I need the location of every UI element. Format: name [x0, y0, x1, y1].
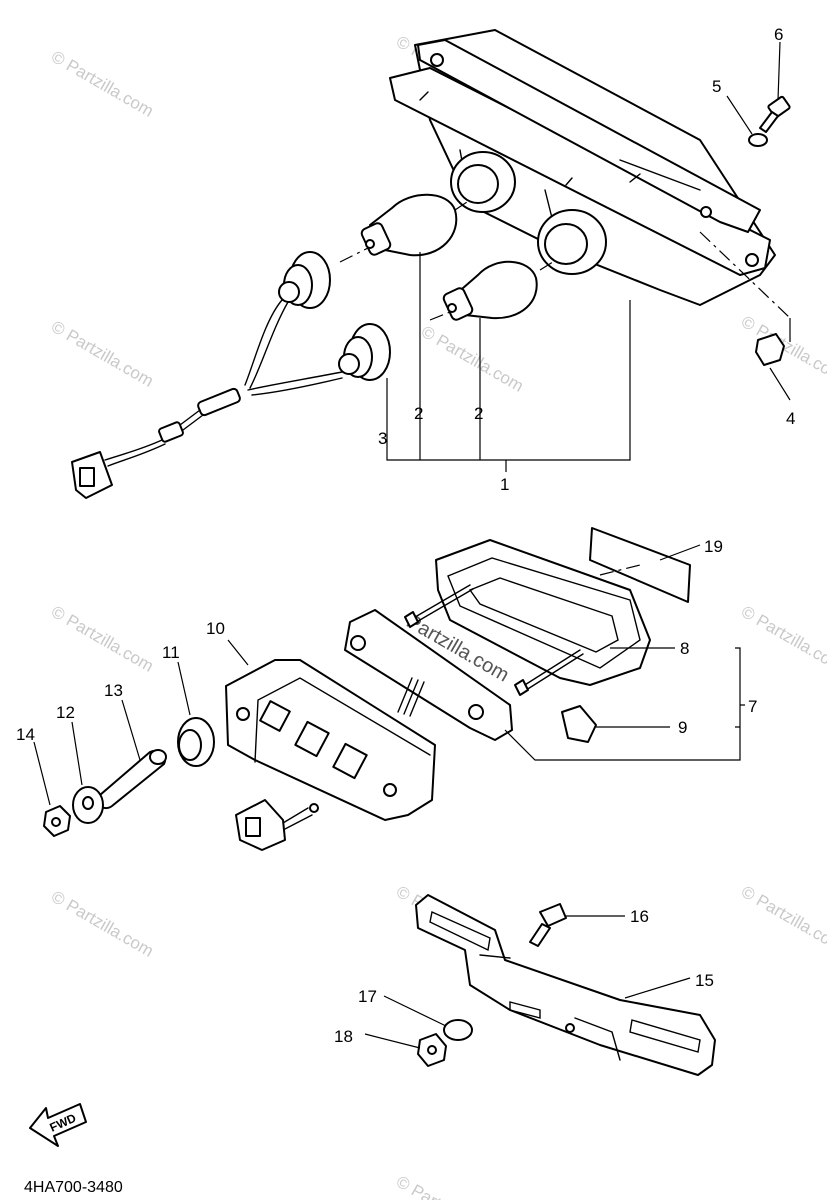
callout-10: 10 — [206, 619, 225, 638]
bolt-16 — [529, 903, 567, 947]
callout-12: 12 — [56, 703, 75, 722]
license-light-lens-19 — [589, 527, 701, 603]
watermark-text: © Partzilla.com — [393, 1172, 502, 1200]
callout-13: 13 — [104, 681, 123, 700]
callout-2: 2 — [414, 404, 423, 423]
watermark-text: © Partzilla.com — [48, 317, 157, 391]
gasket-plate — [344, 609, 513, 741]
callout-3: 3 — [378, 429, 387, 448]
washer-12 — [72, 786, 104, 824]
watermark-text: © Partzilla.com — [48, 602, 157, 676]
callout-18: 18 — [334, 1027, 353, 1046]
grommet-11 — [177, 717, 215, 767]
callout-16: 16 — [630, 907, 649, 926]
callout-11: 11 — [162, 643, 180, 662]
callout-5: 5 — [712, 77, 721, 96]
bottom-leaders — [364, 915, 691, 1049]
callout-2: 2 — [474, 404, 483, 423]
long-screws — [404, 584, 584, 696]
callout-19: 19 — [704, 537, 723, 556]
collar-13 — [97, 749, 167, 810]
callout-14: 14 — [16, 725, 35, 744]
fwd-direction-arrow: FWD — [29, 1103, 87, 1147]
license-light-body-8 — [435, 539, 651, 686]
callout-6: 6 — [774, 25, 783, 44]
watermark-text: © Partzilla.com — [418, 322, 527, 396]
license-bracket-15 — [415, 894, 716, 1076]
diagram-code: 4HA700-3480 — [24, 1179, 123, 1196]
callout-1: 1 — [500, 475, 509, 494]
bulb-upper — [360, 193, 458, 257]
callout-4: 4 — [786, 409, 795, 428]
rear-lamp-housing — [389, 29, 791, 319]
bulb-9 — [561, 705, 670, 743]
callout-8: 8 — [680, 639, 689, 658]
top-leaders — [386, 41, 791, 472]
nut-4 — [755, 333, 785, 366]
watermark-text: © Partzilla.com — [738, 882, 827, 956]
connector-plug — [235, 799, 319, 851]
washer-17 — [443, 1019, 473, 1041]
callout-15: 15 — [695, 971, 714, 990]
middle-leaders — [33, 639, 745, 806]
light-base-10 — [225, 659, 436, 821]
socket-harness — [71, 251, 391, 499]
washer-5 — [748, 133, 768, 147]
callout-9: 9 — [678, 718, 687, 737]
nut-14 — [43, 805, 71, 837]
callout-7: 7 — [748, 697, 757, 716]
screw-6 — [759, 95, 791, 133]
callout-17: 17 — [358, 987, 377, 1006]
watermark-text: © Partzilla.com — [48, 887, 157, 961]
bulb-lower — [442, 260, 538, 321]
watermark-text: © Partzilla.com — [738, 602, 827, 676]
nut-18 — [417, 1033, 447, 1067]
watermark-text: © Partzilla.com — [48, 47, 157, 121]
